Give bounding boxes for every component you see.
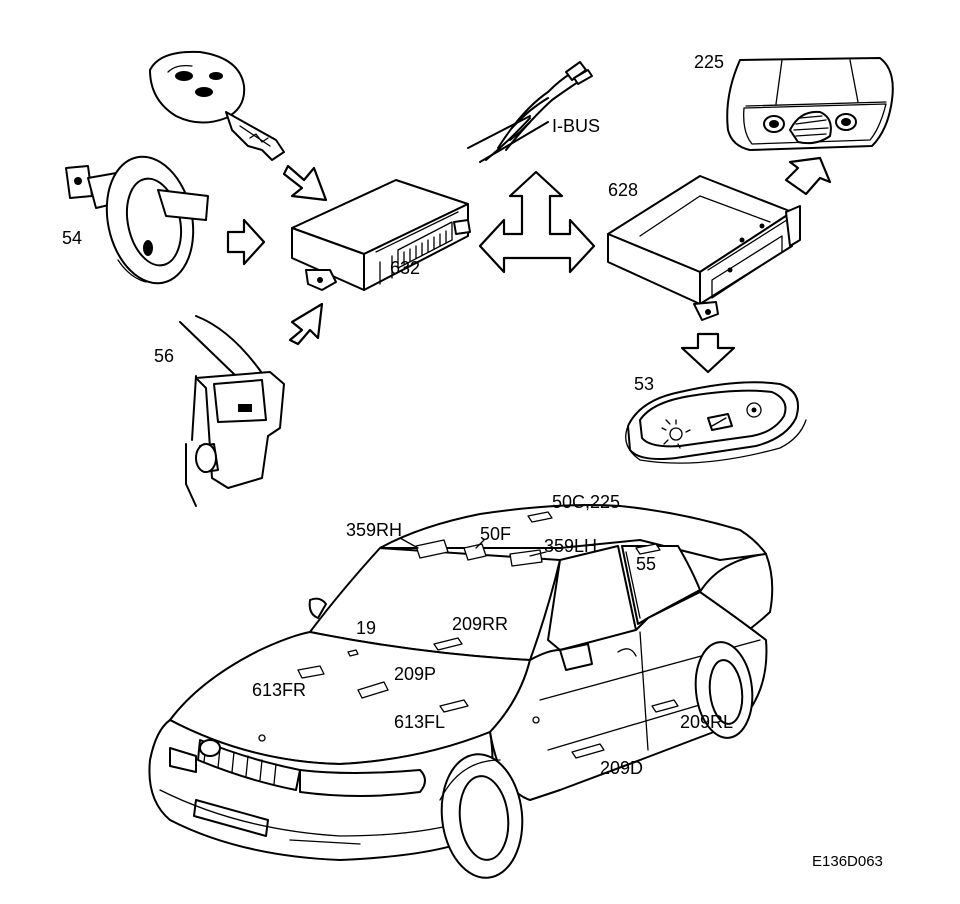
arrow-hood-to-module (288, 302, 324, 346)
label-50c-225: 50C,225 (552, 492, 620, 512)
marker-50c-225 (527, 511, 553, 523)
reference-code: E136D063 (812, 853, 883, 870)
label-209d: 209D (600, 758, 643, 778)
label-54: 54 (62, 228, 82, 248)
arrow-628-to-53 (680, 332, 736, 374)
label-359lh: 359LH (544, 536, 597, 556)
switch-panel-53 (625, 381, 807, 464)
label-19: 19 (356, 618, 376, 638)
ignition-switch (65, 155, 209, 285)
marker-19 (347, 649, 359, 657)
marker-50f (463, 543, 487, 561)
control-module-628 (607, 175, 801, 321)
label-55: 55 (636, 554, 656, 574)
interior-light-225 (726, 57, 894, 151)
label-632: 632 (390, 258, 420, 278)
three-way-arrow (478, 170, 596, 274)
label-628: 628 (608, 180, 638, 200)
ibus-cable (467, 61, 593, 163)
label-359rh: 359RH (346, 520, 402, 540)
arrow-key-to-module (282, 164, 328, 202)
marker-613fl (439, 699, 469, 713)
label-53: 53 (634, 374, 654, 394)
marker-209d (571, 743, 605, 759)
control-module-632 (291, 179, 471, 291)
arrow-628-to-225 (784, 156, 832, 196)
light-icon (661, 419, 691, 449)
marker-359lh (509, 549, 543, 567)
arrow-ignition-to-module (226, 218, 266, 266)
marker-209rr (433, 637, 463, 651)
marker-209rl (651, 699, 679, 713)
window-icon (707, 413, 733, 431)
marker-55 (635, 543, 661, 555)
label-56: 56 (154, 346, 174, 366)
label-209rl: 209RL (680, 712, 733, 732)
button-icon (746, 402, 762, 418)
label-209p: 209P (394, 664, 436, 684)
label-225: 225 (694, 52, 724, 72)
hood-switch (179, 315, 285, 507)
label-209rr: 209RR (452, 614, 508, 634)
remote-key (149, 50, 285, 161)
label-ibus: I-BUS (552, 116, 600, 136)
label-50f: 50F (480, 524, 511, 544)
marker-359rh (415, 539, 449, 559)
marker-209p (357, 681, 389, 699)
label-613fr: 613FR (252, 680, 306, 700)
label-613fl: 613FL (394, 712, 445, 732)
car-illustration (148, 504, 774, 879)
marker-613fr (297, 665, 325, 679)
arrows (226, 156, 832, 374)
location-markers (297, 511, 679, 759)
